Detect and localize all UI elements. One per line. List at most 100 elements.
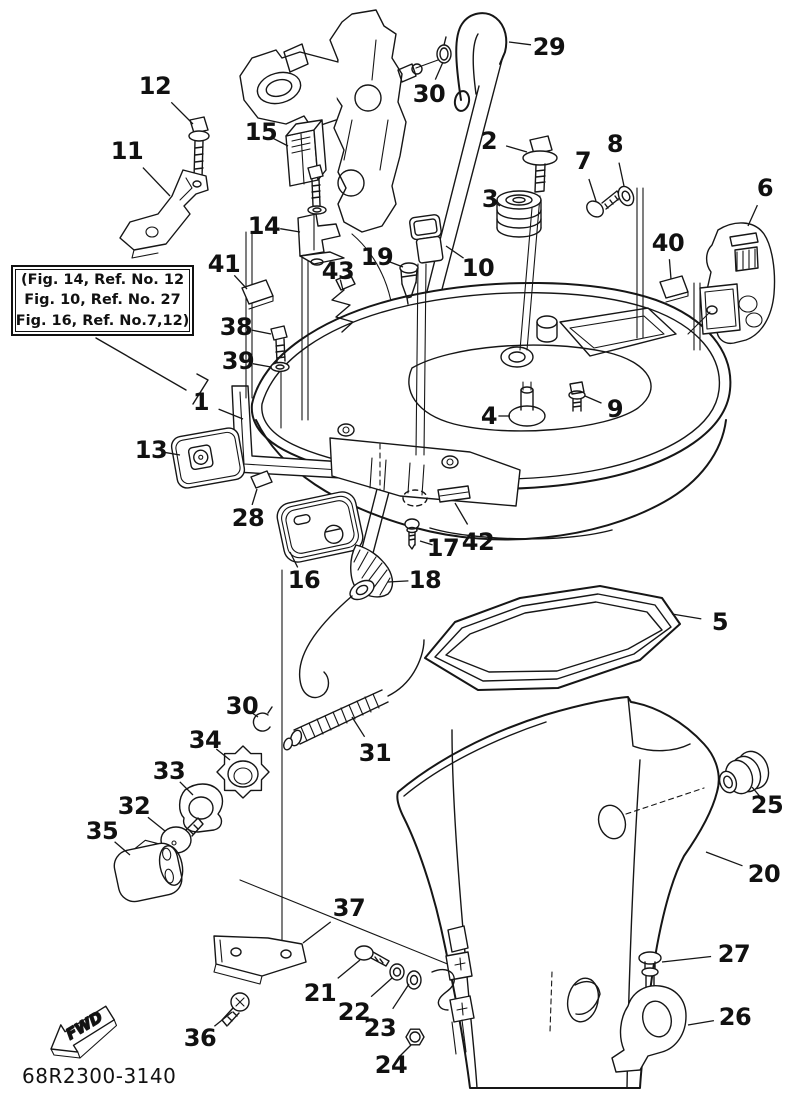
leader-7-7 xyxy=(589,179,596,201)
leader-25-34 xyxy=(752,787,760,797)
callout-40-10: 40 xyxy=(651,229,685,257)
leader-33-30 xyxy=(180,782,193,795)
leader-18-26 xyxy=(388,581,408,582)
leader-14-3 xyxy=(280,229,300,232)
callout-9-22: 9 xyxy=(606,395,624,423)
leader-22-38 xyxy=(371,978,392,997)
washer-22 xyxy=(390,964,404,980)
callout-15-2: 15 xyxy=(244,118,278,146)
steering-bracket xyxy=(240,10,422,232)
leader-26-43 xyxy=(688,1021,714,1025)
callout-32-31: 32 xyxy=(117,792,151,820)
leader-6-9 xyxy=(748,205,757,226)
callout-30-28: 30 xyxy=(225,692,259,720)
screw-36 xyxy=(222,993,249,1026)
leader-24-40 xyxy=(400,1045,411,1056)
callout-3-11: 3 xyxy=(481,185,499,213)
leader-19-13 xyxy=(389,262,403,268)
leader-32-31 xyxy=(148,817,165,831)
leader-1-18 xyxy=(219,409,243,419)
bushing-4 xyxy=(509,382,545,426)
leader-3-11 xyxy=(495,202,501,206)
bracket-11 xyxy=(120,170,208,258)
cover-16 xyxy=(275,489,366,564)
callout-34-29: 34 xyxy=(188,726,222,754)
leader-42-23 xyxy=(455,503,468,525)
clip-30-top xyxy=(437,37,451,63)
reference-note-box: (Fig. 14, Ref. No. 12 Fig. 10, Ref. No. … xyxy=(11,265,194,336)
leader-20-35 xyxy=(706,852,743,866)
leader-29-4 xyxy=(509,42,531,45)
fwd-arrow: FWD xyxy=(51,1006,117,1058)
damper-35 xyxy=(110,834,188,905)
nut-24 xyxy=(406,1029,424,1045)
callout-14-3: 14 xyxy=(247,212,281,240)
leader-21-37 xyxy=(338,960,360,978)
callout-42-23: 42 xyxy=(461,528,495,556)
bracket-6 xyxy=(688,223,775,343)
leader-30-5 xyxy=(435,62,443,80)
callout-4-21: 4 xyxy=(480,402,498,430)
callout-27-42: 27 xyxy=(717,940,751,968)
grommet-10 xyxy=(409,214,445,264)
callout-41-15: 41 xyxy=(207,250,241,278)
bolt-12 xyxy=(189,117,209,178)
leader-38-16 xyxy=(252,330,271,334)
latch-26 xyxy=(612,986,686,1072)
callout-21-37: 21 xyxy=(303,979,337,1007)
leader-41-15 xyxy=(234,275,247,289)
callout-30-5: 30 xyxy=(412,80,446,108)
callout-38-16: 38 xyxy=(219,313,253,341)
screw-21 xyxy=(355,946,389,966)
plate-33 xyxy=(180,784,223,832)
bolt-38 xyxy=(271,326,287,362)
reference-note-line: Fig. 16, Ref. No.7,12) xyxy=(15,312,190,329)
callout-37-36: 37 xyxy=(332,894,366,922)
reference-note-inner: (Fig. 14, Ref. No. 12 Fig. 10, Ref. No. … xyxy=(15,269,190,332)
leader-35-32 xyxy=(115,842,130,855)
callout-35-32: 35 xyxy=(85,817,119,845)
callout-23-39: 23 xyxy=(363,1014,397,1042)
grommet-18 xyxy=(300,545,424,698)
clip-43 xyxy=(332,274,355,332)
leader-37-36 xyxy=(303,922,331,943)
bolt-7 xyxy=(584,191,621,220)
callout-8-8: 8 xyxy=(606,130,624,158)
plate-28 xyxy=(251,471,272,488)
callout-17-24: 17 xyxy=(426,534,460,562)
callout-22-38: 22 xyxy=(337,998,371,1026)
cowl-clamp-hardware xyxy=(432,926,474,1054)
leader-34-29 xyxy=(216,749,230,760)
callout-43-14: 43 xyxy=(321,257,355,285)
washer-8 xyxy=(615,184,636,208)
bracket-37 xyxy=(214,880,450,984)
bracket-14 xyxy=(298,165,344,265)
callout-7-7: 7 xyxy=(574,147,592,175)
plate-41 xyxy=(242,280,273,309)
callout-2-6: 2 xyxy=(480,127,498,155)
leader-8-8 xyxy=(619,163,624,186)
leader-5-27 xyxy=(672,614,701,619)
gasket-5 xyxy=(425,586,680,690)
leader-17-24 xyxy=(420,541,433,545)
callout-29-4: 29 xyxy=(532,33,566,61)
callout-19-13: 19 xyxy=(360,243,394,271)
washer-23 xyxy=(407,971,421,989)
plate-40 xyxy=(660,276,688,302)
cover-13 xyxy=(170,426,246,489)
callout-24-40: 24 xyxy=(374,1051,408,1079)
grommet-25 xyxy=(717,747,774,797)
leader-12-0 xyxy=(171,102,193,124)
callout-11-1: 11 xyxy=(110,137,144,165)
cable-29 xyxy=(453,13,506,112)
callout-5-27: 5 xyxy=(711,608,729,636)
callout-18-26: 18 xyxy=(408,566,442,594)
pan-assembly xyxy=(232,283,730,540)
leader-9-22 xyxy=(585,396,602,403)
spring-cable-31 xyxy=(282,690,388,751)
leader-2-6 xyxy=(506,146,527,152)
callout-10-12: 10 xyxy=(461,254,495,282)
bolt-2 xyxy=(523,136,557,192)
callout-33-30: 33 xyxy=(152,757,186,785)
